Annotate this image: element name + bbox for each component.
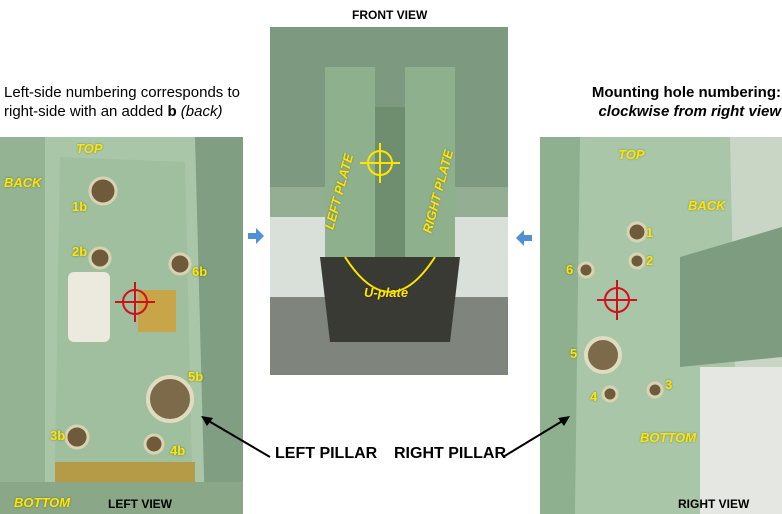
right-hole-label: 5 — [570, 346, 578, 361]
left-view-photo — [0, 137, 243, 514]
right-pillar-pointer — [502, 416, 570, 458]
left-top-label: TOP — [76, 141, 103, 156]
left-crosshair-icon — [115, 282, 155, 322]
right-bottom-label: BOTTOM — [640, 430, 697, 445]
right-hole-label: 1 — [646, 225, 654, 240]
left-view-title: LEFT VIEW — [108, 497, 172, 511]
front-crosshair-icon — [360, 143, 400, 183]
left-hole-label: 4b — [170, 443, 186, 458]
arrow-right-icon — [248, 228, 264, 244]
right-hole-label: 2 — [646, 253, 654, 268]
front-view-title: FRONT VIEW — [352, 8, 428, 22]
front-view-photo — [270, 27, 508, 375]
left-back-label: BACK — [4, 175, 42, 190]
left-hole-label: 5b — [188, 369, 204, 384]
u-plate-label: U-plate — [364, 285, 409, 300]
left-numbering-note: Left-side numbering corresponds to right… — [4, 83, 244, 121]
right-view-title: RIGHT VIEW — [678, 497, 750, 511]
right-note-line2: clockwise from right view — [598, 103, 781, 120]
right-top-label: TOP — [618, 147, 645, 162]
arrow-left-icon — [516, 230, 532, 246]
left-hole-label: 2b — [72, 244, 88, 259]
left-hole-label: 1b — [72, 199, 88, 214]
right-note-line1: Mounting hole numbering: — [591, 84, 781, 101]
left-pillar-label: LEFT PILLAR — [275, 445, 378, 462]
right-view-photo — [540, 137, 782, 514]
right-numbering-note: Mounting hole numbering: clockwise from … — [581, 83, 781, 121]
left-bottom-label: BOTTOM — [14, 495, 71, 510]
left-hole-label: 3b — [50, 428, 66, 443]
right-back-label: BACK — [688, 198, 726, 213]
left-note-line1: Left-side numbering corresponds to — [4, 84, 240, 101]
right-crosshair-icon — [597, 280, 637, 320]
right-hole-label: 4 — [590, 389, 598, 404]
left-pillar-pointer — [201, 416, 271, 458]
right-hole-label: 6 — [566, 262, 574, 277]
left-note-line2: right-side with an added b (back) — [4, 103, 223, 120]
left-hole-label: 6b — [192, 264, 208, 279]
right-hole-label: 3 — [665, 377, 673, 392]
right-pillar-label: RIGHT PILLAR — [394, 445, 506, 462]
